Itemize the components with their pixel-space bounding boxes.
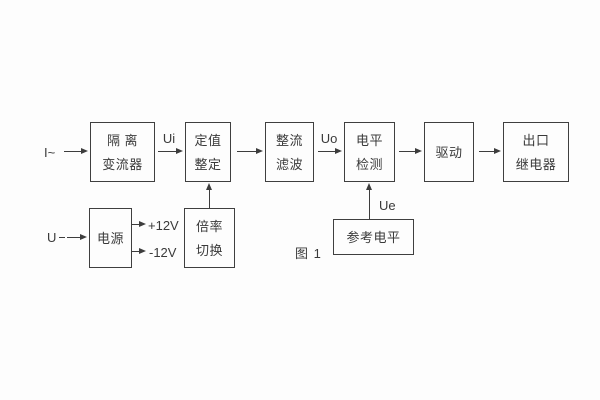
label-plus-12v: +12V [148, 218, 179, 233]
block-output-relay: 出口 继电器 [503, 122, 569, 182]
block-ratio-switch: 倍率 切换 [184, 208, 235, 268]
block-level-detect-line2: 检测 [355, 156, 383, 172]
block-drive-label: 驱动 [435, 144, 463, 160]
label-uo: Uo [320, 131, 338, 146]
block-isolation-transformer: 隔 离 变流器 [90, 122, 155, 182]
dash-input-voltage [59, 237, 65, 239]
block-output-relay-line2: 继电器 [515, 156, 557, 172]
label-input-voltage: U [47, 230, 57, 245]
arrow-ratio-to-setting [204, 183, 213, 208]
arrow-rectify-to-level [318, 147, 342, 156]
label-ui: Ui [162, 131, 176, 146]
block-drive: 驱动 [424, 122, 474, 182]
block-ratio-switch-line2: 切换 [195, 242, 223, 258]
block-rectify-filter-line2: 滤波 [275, 156, 303, 172]
arrow-drive-to-relay [479, 147, 501, 156]
arrow-power-plus12v [132, 220, 146, 229]
figure-caption: 图 1 [295, 246, 322, 261]
arrow-reference-to-level [364, 183, 373, 219]
arrow-input-voltage-to-power [67, 233, 87, 242]
arrow-level-to-drive [399, 147, 422, 156]
block-level-detect-line1: 电平 [355, 132, 383, 148]
label-ue: Ue [379, 198, 396, 213]
block-rectify-filter-line1: 整流 [275, 132, 303, 148]
block-output-relay-line1: 出口 [522, 132, 550, 148]
arrow-isolation-to-setting [158, 147, 183, 156]
block-ratio-switch-line1: 倍率 [195, 218, 223, 234]
block-isolation-transformer-line2: 变流器 [102, 156, 143, 172]
arrow-power-minus12v [132, 247, 146, 256]
block-rectify-filter: 整流 滤波 [265, 122, 314, 182]
label-input-current: I~ [44, 145, 56, 160]
arrow-input-current-to-isolation [64, 147, 88, 156]
label-minus-12v: -12V [149, 245, 177, 260]
block-level-detect: 电平 检测 [344, 122, 395, 182]
block-reference-level: 参考电平 [333, 219, 414, 255]
block-power-supply-label: 电源 [96, 230, 124, 246]
block-setting-adjust-line2: 整定 [194, 156, 222, 172]
block-setting-adjust: 定值 整定 [185, 122, 231, 182]
block-reference-level-label: 参考电平 [346, 229, 401, 245]
arrow-setting-to-rectify [237, 147, 263, 156]
block-power-supply: 电源 [89, 208, 132, 268]
block-isolation-transformer-line1: 隔 离 [106, 132, 139, 148]
block-setting-adjust-line1: 定值 [194, 132, 222, 148]
